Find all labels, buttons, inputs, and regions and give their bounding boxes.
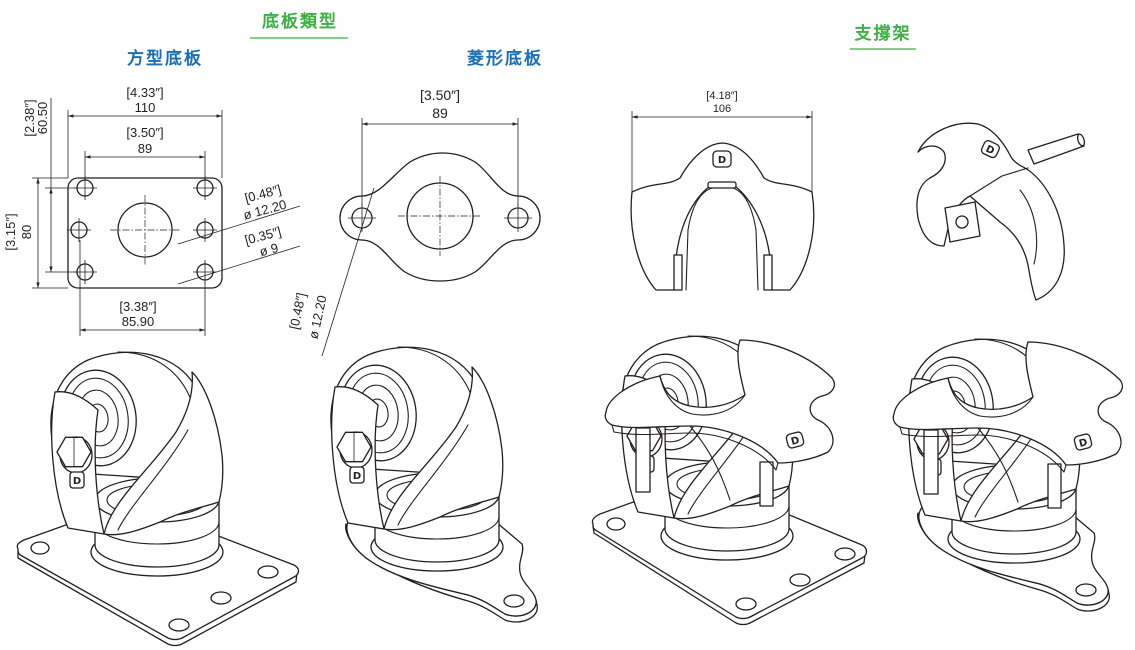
hole-crosshairs <box>67 176 217 284</box>
plate-hole <box>257 565 279 579</box>
plate-thickness <box>592 525 866 626</box>
dim-height-inch: [3.15″] <box>3 213 18 250</box>
dim-hole-span-inch: [3.50″] <box>420 87 460 103</box>
heading-diamond-plate: 菱形底板 <box>467 48 543 69</box>
plate-hole <box>834 547 856 561</box>
bracket-tab-right <box>763 254 773 291</box>
caster-square-plate <box>16 351 300 647</box>
dim-hole-vspan-inch: [2.38″] <box>22 99 37 136</box>
dim-width-mm: 110 <box>135 100 156 115</box>
dim-hole-span-inch: [3.50″] <box>126 125 163 140</box>
caster-diamond-plate-with-bracket <box>892 338 1124 612</box>
dim-hole-span-mm: 89 <box>432 105 448 121</box>
bracket-logo-badge <box>712 150 732 168</box>
dim-bracket-width-mm: 106 <box>713 103 731 115</box>
dim-hole-span-mm: 89 <box>138 141 152 156</box>
plate-hole <box>1075 583 1097 597</box>
heading-plate-types: 底板類型 <box>262 11 338 32</box>
caster-diamond-plate <box>330 346 538 623</box>
bracket-fold-line <box>969 167 1029 197</box>
plate-hole <box>210 591 232 605</box>
bracket-inner-edge <box>685 187 759 291</box>
diamond-center-lines <box>398 176 482 256</box>
leader-small-hole <box>177 245 301 285</box>
plate-hole <box>503 594 525 608</box>
plate-hole <box>606 517 626 531</box>
heading-square-plate: 方型底板 <box>127 48 203 69</box>
bracket-rod <box>1027 133 1085 165</box>
bracket-tab-hole <box>955 215 969 229</box>
bracket-rod-end <box>1076 133 1086 147</box>
leader-hole-diameter <box>321 187 375 357</box>
dim-hole-mm: ø 12.20 <box>306 294 330 340</box>
heading-bracket: 支撐架 <box>855 23 912 44</box>
bracket-edge-line <box>1019 189 1038 265</box>
square-plate-drawing: [4.33″] 110 [3.50″] 89 [2.38″] 60.50 [3.… <box>3 85 301 336</box>
plate-hole <box>735 597 757 611</box>
dim-bottom-span-inch: [3.38″] <box>119 299 156 314</box>
leader-large-hole <box>177 205 301 245</box>
hole-crosshairs <box>348 204 532 232</box>
diamond-plate-drawing: [3.50″] 89 [0.48″] ø 12.20 <box>286 87 541 357</box>
bracket-logo-letter: D <box>718 155 726 166</box>
dim-small-hole-mm: ø 9 <box>258 240 280 259</box>
plate-hole <box>789 573 811 587</box>
bracket-plate <box>916 122 1065 301</box>
caster-square-plate-with-bracket <box>591 335 868 626</box>
bracket-logo: D <box>980 140 1000 159</box>
bracket-perspective-view: D <box>916 122 1086 301</box>
bracket-window <box>707 181 737 189</box>
plate-hole <box>168 618 190 632</box>
dim-bottom-span-mm: 85.90 <box>122 314 155 329</box>
bracket-tab-left <box>673 254 683 291</box>
dim-hole-vspan-mm: 60.50 <box>35 102 50 135</box>
dim-height-mm: 80 <box>19 225 34 239</box>
dim-bracket-width-inch: [4.18″] <box>706 90 737 102</box>
bracket-front-view: [4.18″] 106 D <box>630 90 815 291</box>
bracket-logo-badge <box>980 140 1000 159</box>
plate-hole <box>30 541 50 555</box>
dim-hole-inch: [0.48″] <box>286 291 308 330</box>
dim-width-inch: [4.33″] <box>126 85 163 100</box>
